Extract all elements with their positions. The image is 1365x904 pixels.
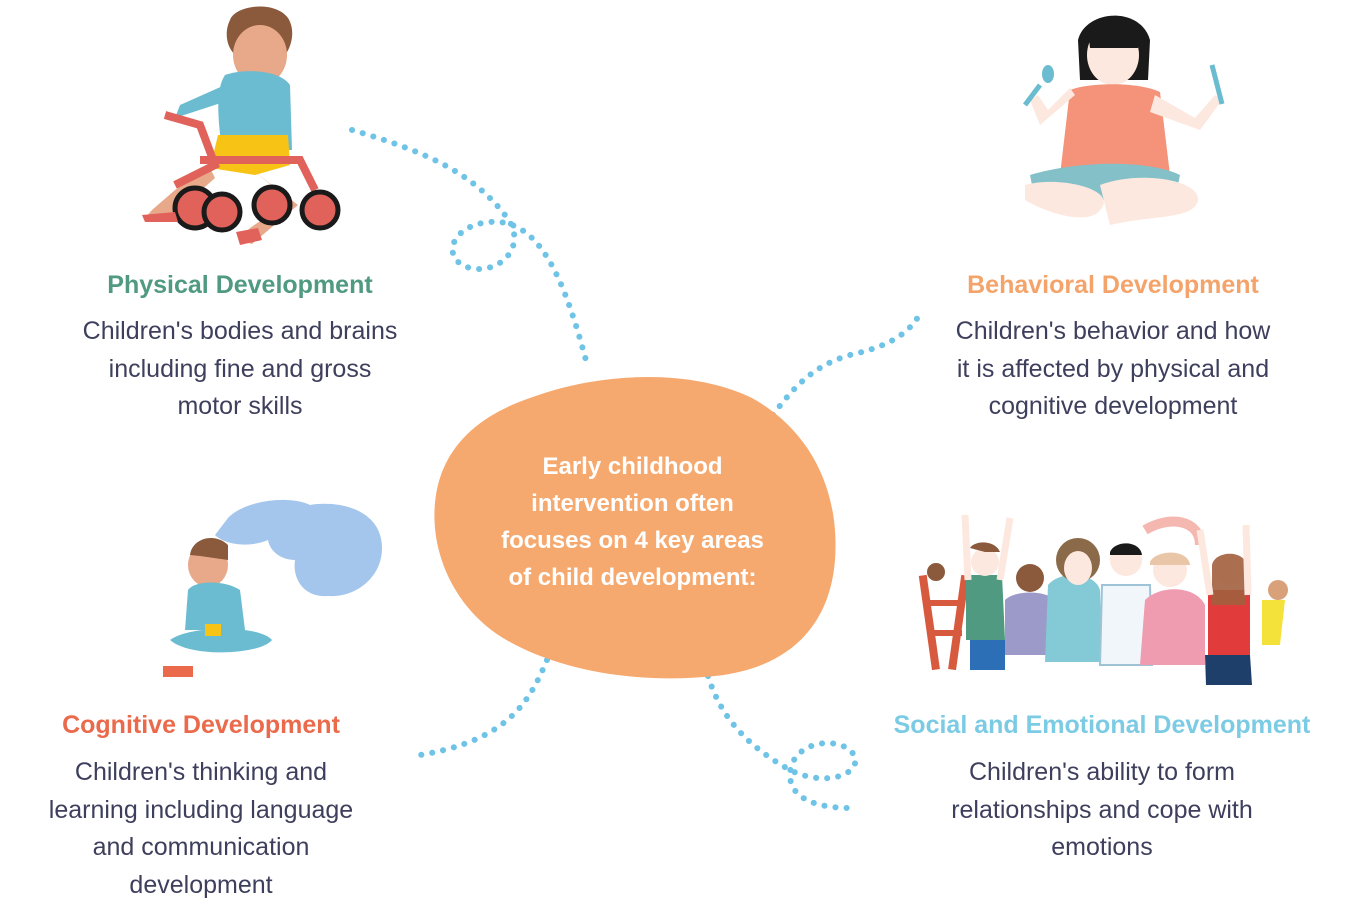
description-line: Children's behavior and how <box>955 317 1271 345</box>
connector-social <box>705 673 859 811</box>
social-emotional-development-description: Children's ability to form relationships… <box>902 754 1302 867</box>
center-text: Early childhood intervention often focus… <box>460 448 805 596</box>
description-line: Children's ability to form <box>969 758 1235 786</box>
social-emotional-development-title: Social and Emotional Development <box>893 711 1311 739</box>
physical-development-description: Children's bodies and brains including f… <box>40 313 440 426</box>
connector-physical <box>349 127 591 371</box>
description-line: learning including language <box>48 795 354 824</box>
description-line: emotions <box>1051 833 1153 861</box>
cognitive-development-title: Cognitive Development <box>62 711 340 739</box>
child-on-tricycle-illustration <box>142 6 341 245</box>
connector-behavioral <box>770 307 925 418</box>
center-line: Early childhood <box>542 453 723 480</box>
description-line: and communication <box>92 833 310 861</box>
description-line: Children's bodies and brains <box>82 317 398 345</box>
group-of-children-illustration <box>918 514 1288 685</box>
description-line: motor skills <box>177 392 303 420</box>
description-line: including fine and gross <box>108 354 372 383</box>
girl-eating-cross-legged-illustration <box>1023 15 1225 225</box>
center-blob <box>434 376 836 679</box>
physical-development-title: Physical Development <box>107 271 373 299</box>
connector-cognitive <box>417 657 550 758</box>
description-line: relationships and cope with <box>951 795 1253 824</box>
description-line: development <box>129 870 273 899</box>
description-line: Children's thinking and <box>74 758 328 786</box>
center-line: focuses on 4 key areas <box>501 527 764 554</box>
description-line: it is affected by physical and <box>956 354 1270 383</box>
description-line: cognitive development <box>988 392 1238 420</box>
behavioral-development-description: Children's behavior and how it is affect… <box>913 313 1313 426</box>
child-thinking-cloud-illustration <box>163 499 382 677</box>
behavioral-development-title: Behavioral Development <box>967 271 1259 299</box>
cognitive-development-description: Children's thinking and learning includi… <box>0 754 402 904</box>
center-line: intervention often <box>531 490 734 517</box>
center-line: of child development: <box>508 564 757 591</box>
